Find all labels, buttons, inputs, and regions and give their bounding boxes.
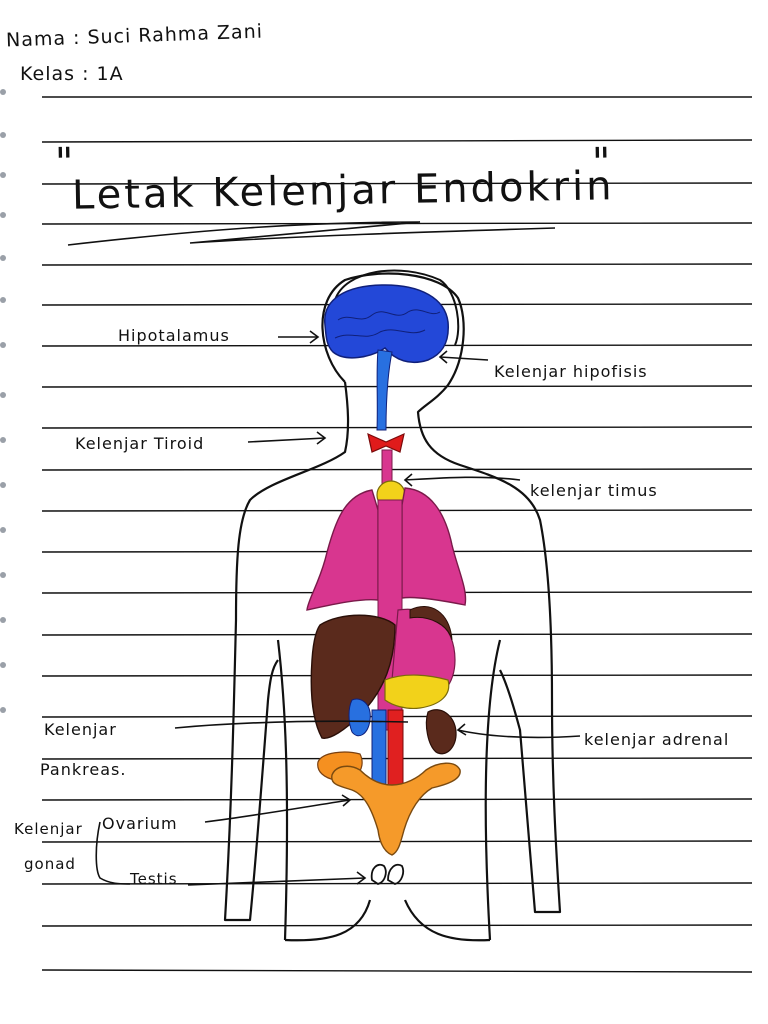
label-testis: Testis	[130, 870, 178, 888]
label-hipofisis: Kelenjar hipofisis	[494, 362, 648, 381]
binding-holes	[0, 89, 6, 713]
student-class: Kelas : 1A	[20, 63, 124, 85]
uterus-ovarium	[331, 762, 461, 856]
adrenal-kidney-left	[348, 698, 371, 737]
label-tiroid: Kelenjar Tiroid	[75, 434, 205, 453]
lungs	[306, 487, 467, 611]
label-pankreas-2: Pankreas.	[40, 760, 127, 779]
thyroid-gland	[367, 432, 405, 453]
pancreas-body	[384, 674, 450, 710]
pointer-arrows	[95, 330, 581, 886]
label-hipotalamus: Hipotalamus	[118, 326, 230, 345]
title-underline	[67, 221, 556, 246]
label-gonad-2: gonad	[24, 855, 76, 873]
label-pankreas-1: Kelenjar	[44, 720, 117, 739]
liver	[310, 614, 396, 739]
label-adrenal: kelenjar adrenal	[584, 730, 730, 749]
head-outline	[334, 269, 460, 346]
label-gonad-1: Kelenjar	[14, 820, 83, 838]
page-title: Letak Kelenjar Endokrin	[71, 163, 615, 219]
spinal-cord	[376, 349, 393, 431]
label-ovarium: Ovarium	[102, 814, 178, 833]
brain-hipotalamus	[324, 284, 449, 364]
stomach-right	[409, 606, 453, 641]
label-timus: kelenjar timus	[530, 481, 658, 500]
testis-shape	[370, 863, 405, 885]
adrenal-kidney-right	[425, 709, 457, 755]
title-close-quote: "	[591, 139, 614, 187]
